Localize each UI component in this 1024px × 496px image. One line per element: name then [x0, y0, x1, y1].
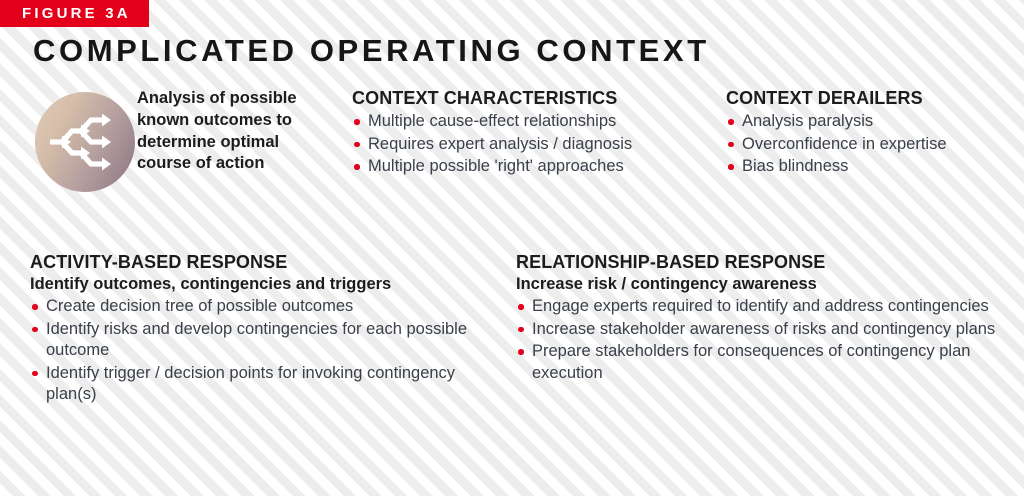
list-item: Identify risks and develop contingencies… — [30, 319, 500, 362]
activity-based-response-list: Create decision tree of possible outcome… — [30, 296, 500, 406]
page-title: COMPLICATED OPERATING CONTEXT — [33, 33, 710, 68]
list-item: Overconfidence in expertise — [726, 134, 996, 156]
list-item: Prepare stakeholders for consequences of… — [516, 341, 1006, 384]
list-item: Analysis paralysis — [726, 111, 996, 133]
list-item: Multiple possible 'right' approaches — [352, 156, 712, 178]
context-characteristics-heading: CONTEXT CHARACTERISTICS — [352, 88, 618, 108]
relationship-based-response-block: RELATIONSHIP-BASED RESPONSE Increase ris… — [516, 252, 1006, 385]
context-derailers-block: CONTEXT DERAILERS Analysis paralysis Ove… — [726, 88, 996, 179]
list-item: Increase stakeholder awareness of risks … — [516, 319, 1006, 341]
context-characteristics-block: CONTEXT CHARACTERISTICS Multiple cause-e… — [352, 88, 712, 179]
activity-based-response-block: ACTIVITY-BASED RESPONSE Identify outcome… — [30, 252, 500, 407]
list-item: Identify trigger / decision points for i… — [30, 363, 500, 406]
context-derailers-list: Analysis paralysis Overconfidence in exp… — [726, 111, 996, 178]
list-item: Create decision tree of possible outcome… — [30, 296, 500, 318]
list-item: Requires expert analysis / diagnosis — [352, 134, 712, 156]
context-derailers-heading: CONTEXT DERAILERS — [726, 88, 923, 108]
activity-based-response-subheading: Identify outcomes, contingencies and tri… — [30, 275, 392, 293]
context-characteristics-list: Multiple cause-effect relationships Requ… — [352, 111, 712, 178]
list-item: Multiple cause-effect relationships — [352, 111, 712, 133]
activity-based-response-heading: ACTIVITY-BASED RESPONSE — [30, 252, 288, 272]
list-item: Engage experts required to identify and … — [516, 296, 1006, 318]
relationship-based-response-list: Engage experts required to identify and … — [516, 296, 1006, 384]
relationship-based-response-subheading: Increase risk / contingency awareness — [516, 275, 817, 293]
branching-arrows-icon — [35, 92, 135, 192]
icon-caption: Analysis of possible known outcomes to d… — [137, 89, 297, 173]
figure-number-badge: FIGURE 3A — [0, 0, 149, 27]
relationship-based-response-heading: RELATIONSHIP-BASED RESPONSE — [516, 252, 826, 272]
list-item: Bias blindness — [726, 156, 996, 178]
